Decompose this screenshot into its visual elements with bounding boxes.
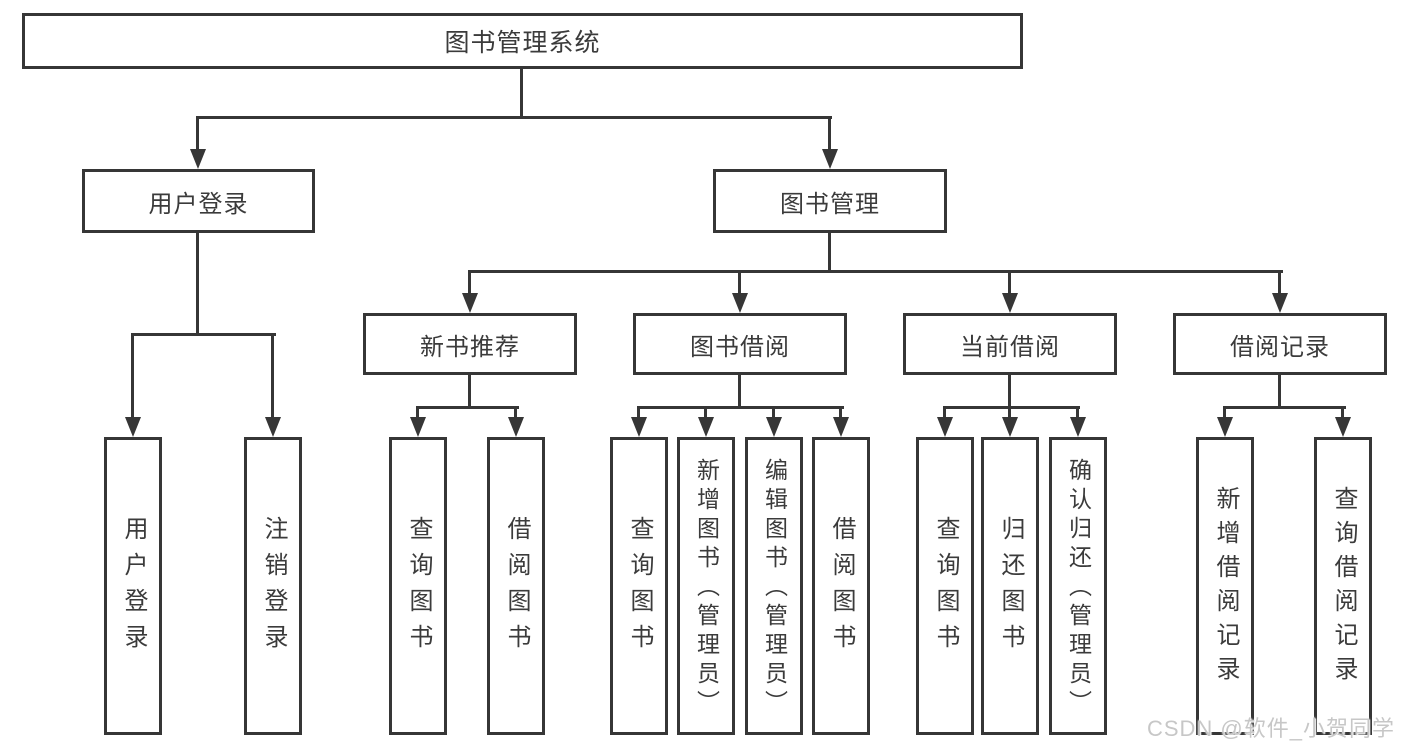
connector [839, 406, 842, 419]
arrow-down-icon [822, 149, 838, 169]
connector [196, 116, 199, 151]
arrow-down-icon [410, 417, 426, 437]
leaf-newbook-borrow: 借阅图书 [487, 437, 545, 735]
node-root: 图书管理系统 [22, 13, 1023, 69]
arrow-down-icon [190, 149, 206, 169]
connector [271, 333, 274, 419]
connector [943, 406, 1080, 409]
connector [772, 406, 775, 419]
connector [131, 333, 276, 336]
leaf-records-add: 新增借阅记录 [1196, 437, 1254, 735]
leaf-newbook-query: 查询图书 [389, 437, 447, 735]
connector [1278, 270, 1281, 295]
arrow-down-icon [1002, 293, 1018, 313]
node-current-borrow-label: 当前借阅 [960, 333, 1060, 361]
connector [1008, 375, 1011, 408]
connector [637, 406, 844, 409]
arrow-down-icon [462, 293, 478, 313]
node-user-login-label: 用户登录 [148, 190, 249, 218]
connector [416, 406, 419, 419]
connector [637, 406, 640, 419]
connector [828, 116, 831, 151]
leaf-current-query: 查询图书 [916, 437, 974, 735]
leaf-borrow-add-admin: 新增图书（管理员） [677, 437, 735, 735]
leaf-current-confirm-admin: 确认归还（管理员） [1049, 437, 1107, 735]
connector [1278, 375, 1281, 408]
node-new-book-recommend-label: 新书推荐 [420, 333, 520, 361]
connector [1008, 270, 1011, 295]
node-user-login: 用户登录 [82, 169, 315, 233]
connector [828, 233, 831, 272]
connector [468, 270, 1283, 273]
node-current-borrow: 当前借阅 [903, 313, 1117, 375]
leaf-current-return: 归还图书 [981, 437, 1039, 735]
arrow-down-icon [766, 417, 782, 437]
connector [704, 406, 707, 419]
connector [738, 270, 741, 295]
connector [1341, 406, 1344, 419]
arrow-down-icon [1217, 417, 1233, 437]
connector [468, 270, 471, 295]
arrow-down-icon [698, 417, 714, 437]
leaf-borrow-query: 查询图书 [610, 437, 668, 735]
node-new-book-recommend: 新书推荐 [363, 313, 577, 375]
connector [514, 406, 517, 419]
connector [131, 333, 134, 419]
connector [1008, 406, 1011, 419]
connector [468, 375, 471, 408]
leaf-logout: 注销登录 [244, 437, 302, 735]
arrow-down-icon [1272, 293, 1288, 313]
node-book-management: 图书管理 [713, 169, 947, 233]
node-book-borrow: 图书借阅 [633, 313, 847, 375]
connector [416, 406, 519, 409]
node-borrow-records-label: 借阅记录 [1230, 333, 1330, 361]
arrow-down-icon [508, 417, 524, 437]
connector [1223, 406, 1346, 409]
connector [196, 116, 832, 119]
node-book-management-label: 图书管理 [780, 190, 880, 218]
node-root-label: 图书管理系统 [444, 29, 601, 57]
connector [1076, 406, 1079, 419]
connector [738, 375, 741, 408]
arrow-down-icon [1002, 417, 1018, 437]
connector [943, 406, 946, 419]
arrow-down-icon [631, 417, 647, 437]
csdn-watermark: CSDN @软件_小贺同学 [1146, 716, 1395, 741]
arrow-down-icon [265, 417, 281, 437]
arrow-down-icon [833, 417, 849, 437]
leaf-borrow-borrow: 借阅图书 [812, 437, 870, 735]
connector [1223, 406, 1226, 419]
arrow-down-icon [1335, 417, 1351, 437]
leaf-records-query: 查询借阅记录 [1314, 437, 1372, 735]
connector [520, 69, 523, 118]
node-borrow-records: 借阅记录 [1173, 313, 1387, 375]
arrow-down-icon [732, 293, 748, 313]
arrow-down-icon [937, 417, 953, 437]
arrow-down-icon [125, 417, 141, 437]
leaf-user-login: 用户登录 [104, 437, 162, 735]
leaf-borrow-edit-admin: 编辑图书（管理员） [745, 437, 803, 735]
node-book-borrow-label: 图书借阅 [690, 333, 790, 361]
connector [196, 233, 199, 335]
arrow-down-icon [1070, 417, 1086, 437]
